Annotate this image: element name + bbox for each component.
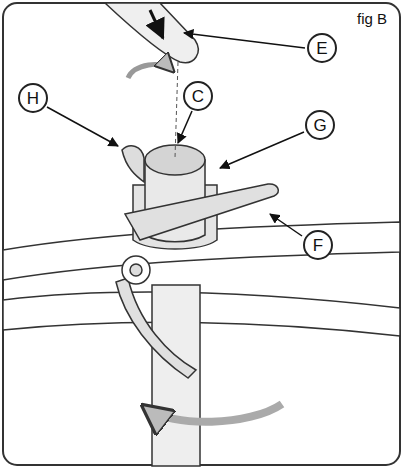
callout-circle: C [183, 81, 213, 111]
callout-circle: F [303, 230, 333, 260]
clamp-bolt [122, 256, 150, 284]
frame-border [3, 3, 400, 465]
leader-arrow [47, 107, 118, 146]
press-arrow [150, 10, 163, 38]
callout-letter: H [27, 90, 39, 107]
callout-letter: C [192, 88, 204, 105]
turn-arrow [146, 404, 282, 422]
leader-arrow [178, 111, 192, 143]
callout-letter: F [313, 237, 323, 254]
clamp-bolt-center [130, 264, 142, 276]
leader-arrow [220, 132, 304, 168]
axis-line [175, 62, 178, 158]
bike-frame-tube [3, 292, 400, 336]
leader-arrow [184, 33, 305, 48]
lever-arm [116, 278, 196, 378]
rotate-arrow [128, 64, 172, 78]
figure-label: fig B [355, 10, 389, 27]
seat-tube [152, 285, 200, 466]
leader-arrow [270, 214, 302, 236]
clamp-tab [122, 146, 144, 182]
callout-circle: E [307, 33, 337, 63]
callout-circle: G [305, 110, 335, 140]
callout-letter: G [313, 117, 326, 134]
quick-release-lever [125, 184, 278, 240]
callout-letter: E [316, 40, 327, 57]
callout-circle: H [18, 83, 48, 113]
